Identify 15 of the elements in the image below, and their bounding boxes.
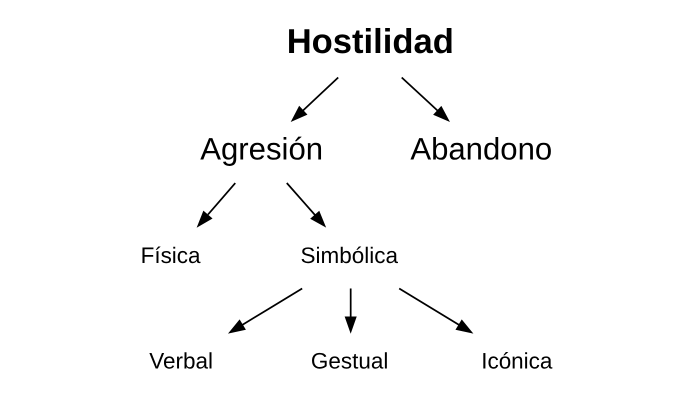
node-text: Icónica xyxy=(480,348,552,374)
node-text: Agresión xyxy=(200,131,323,166)
arrow xyxy=(398,288,473,334)
node-text: Gestual xyxy=(310,348,388,374)
arrow xyxy=(400,76,450,122)
arrow xyxy=(196,182,236,228)
arrow xyxy=(227,288,302,334)
node-text: Simbólica xyxy=(300,243,398,268)
arrow xyxy=(344,288,356,334)
node-text: Abandono xyxy=(410,131,552,166)
node-text: Verbal xyxy=(148,348,212,374)
node-text: Hostilidad xyxy=(286,23,454,62)
node-text: Física xyxy=(140,243,200,268)
arrow xyxy=(286,182,326,228)
arrow xyxy=(290,76,338,122)
